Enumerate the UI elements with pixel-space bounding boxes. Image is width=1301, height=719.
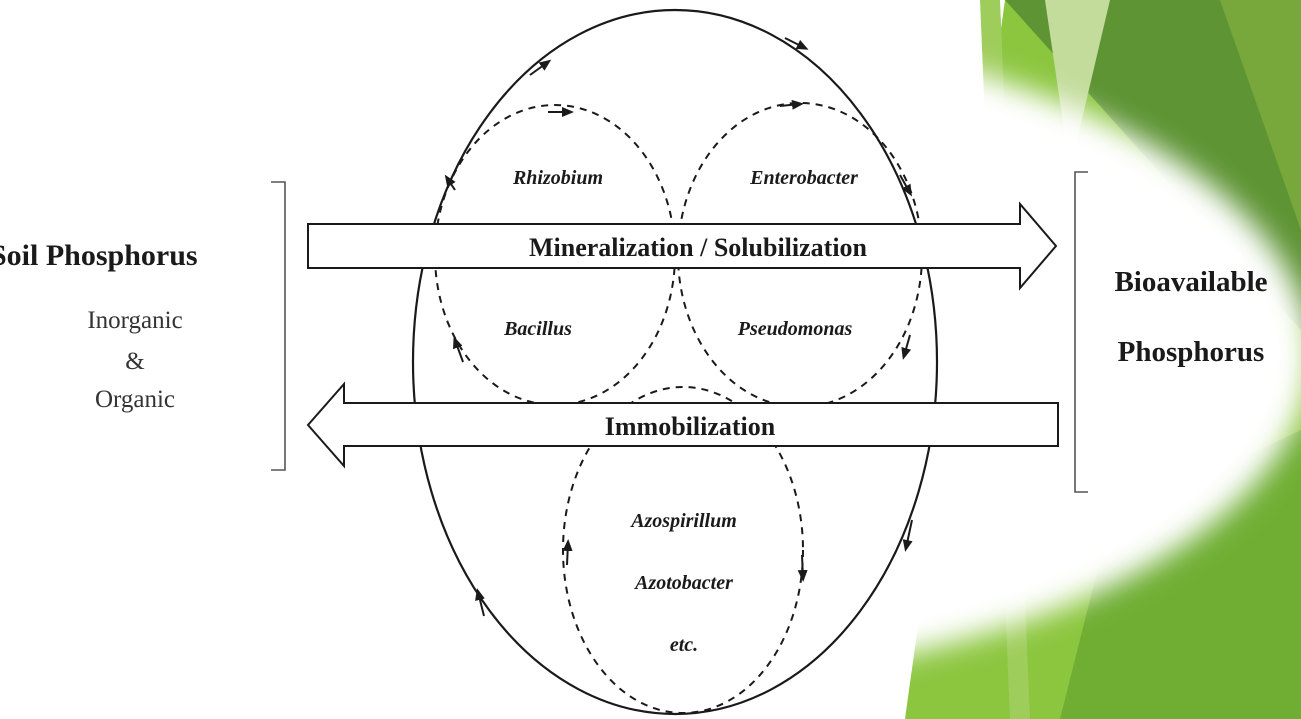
- outer-arrowhead-right: [902, 519, 913, 552]
- microbe-enterobacter: Enterobacter: [749, 167, 858, 189]
- soil-phosphorus-ampersand: &: [125, 348, 144, 375]
- immobilization-arrow: [306, 381, 1059, 469]
- dashed-arrowhead-right-top: [779, 99, 804, 110]
- microbe-azospirillum: Azospirillum: [629, 510, 737, 532]
- microbe-azotobacter: Azotobacter: [633, 572, 733, 594]
- dashed-arrowhead-right-side: [899, 174, 912, 197]
- mineralization-arrow: [307, 201, 1058, 291]
- mineralization-label: Mineralization / Solubilization: [529, 233, 868, 262]
- soil-phosphorus-title: Soil Phosphorus: [0, 239, 198, 272]
- right-bracket: [1074, 171, 1088, 493]
- bioavailable-label: Bioavailable: [1114, 266, 1267, 298]
- dashed-arrowhead-left-bottom: [453, 336, 464, 363]
- dashed-arrowhead-bottom-left: [562, 539, 573, 566]
- immobilization-label: Immobilization: [605, 412, 776, 441]
- outer-arrowhead-top-left: [529, 59, 552, 76]
- white-backdrop: [0, 55, 1260, 655]
- outer-arrowhead-top-right: [784, 37, 809, 50]
- soil-phosphorus-inorganic: Inorganic: [87, 307, 182, 334]
- left-bracket: [271, 181, 286, 471]
- green-panel-mid: [1220, 0, 1301, 230]
- microbe-bacillus: Bacillus: [503, 318, 572, 340]
- phosphorus-label: Phosphorus: [1118, 336, 1265, 368]
- dashed-arrowhead-left-side: [444, 174, 456, 191]
- soil-phosphorus-organic: Organic: [95, 386, 175, 413]
- dashed-arrowhead-right-bottom: [901, 334, 912, 360]
- dashed-arrowhead-bottom-right: [797, 554, 808, 582]
- outer-cycle-oval: [411, 8, 939, 716]
- green-panel-pale: [1045, 0, 1110, 170]
- outer-arrowhead-left: [475, 588, 485, 617]
- microbe-rhizobium: Rhizobium: [512, 167, 603, 189]
- microbe-etc: etc.: [670, 634, 698, 656]
- green-panel-lower: [1060, 430, 1301, 719]
- microbe-pseudomonas: Pseudomonas: [737, 318, 853, 340]
